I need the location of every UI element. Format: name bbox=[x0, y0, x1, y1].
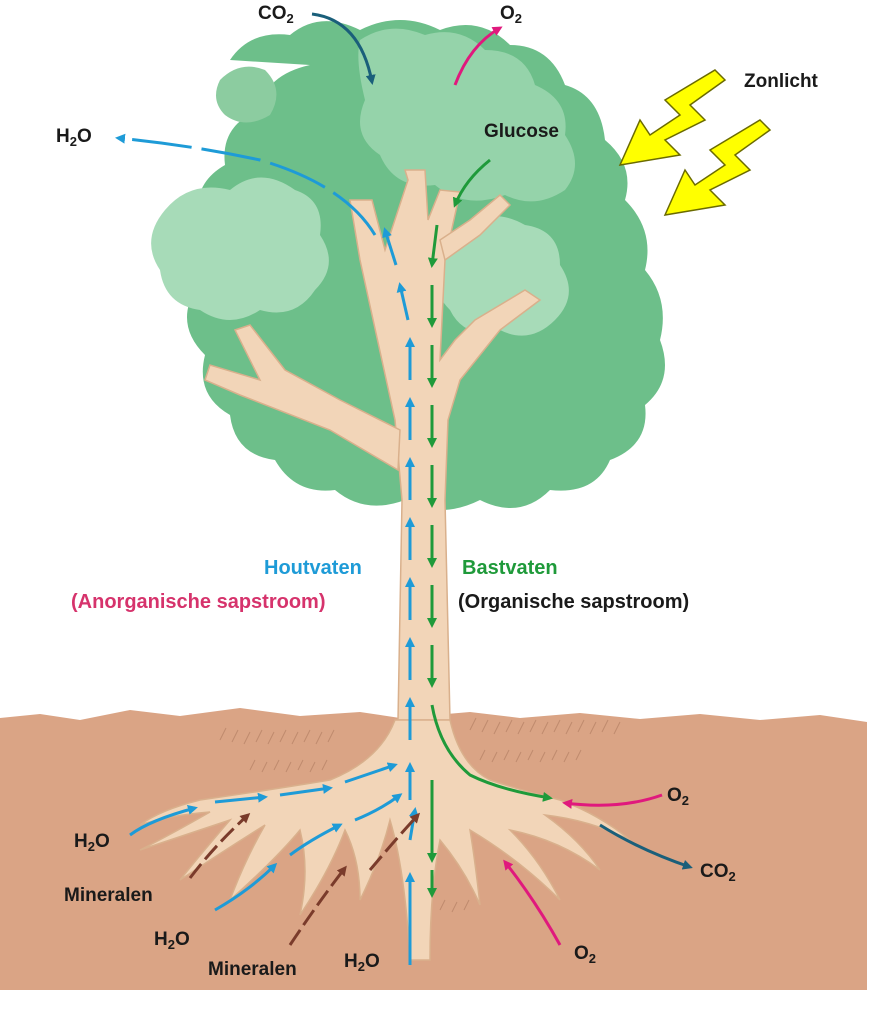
o2-root-in-arrow bbox=[562, 793, 663, 809]
xylem-flow-label: (Anorganische sapstroom) bbox=[71, 591, 326, 613]
glucose-arrow bbox=[452, 158, 491, 208]
o2-bottom-in-arrow bbox=[503, 859, 562, 946]
h2o-bottom-label: H2O bbox=[344, 951, 380, 974]
sunlight-label: Zonlicht bbox=[744, 71, 818, 92]
co2-in-arrow bbox=[311, 12, 376, 85]
co2-root-label: CO2 bbox=[700, 861, 736, 884]
o2-out-arrow bbox=[453, 26, 503, 86]
minerals-mid-label: Mineralen bbox=[208, 959, 297, 980]
mineral-flow-arrows bbox=[188, 812, 421, 946]
o2-top-label: O2 bbox=[500, 3, 523, 26]
sunlight-bolt-icon bbox=[618, 69, 772, 216]
xylem-label: Houtvaten bbox=[264, 557, 362, 579]
co2-top-label: CO2 bbox=[258, 3, 294, 26]
o2-bottom-label: O2 bbox=[574, 943, 597, 966]
glucose-label: Glucose bbox=[484, 121, 559, 142]
phloem-label: Bastvaten bbox=[462, 557, 558, 579]
o2-root-label: O2 bbox=[667, 785, 690, 808]
minerals-left-label: Mineralen bbox=[64, 885, 153, 906]
h2o-left-label: H2O bbox=[74, 831, 110, 854]
xylem-flow-arrows bbox=[129, 227, 419, 965]
co2-root-out-arrow bbox=[599, 823, 693, 870]
h2o-mid-label: H2O bbox=[154, 929, 190, 952]
h2o-leaf-arrow bbox=[115, 133, 377, 236]
phloem-flow-arrows bbox=[427, 224, 553, 898]
phloem-flow-label: (Organische sapstroom) bbox=[458, 591, 690, 613]
h2o-leaf-label: H2O bbox=[56, 126, 92, 149]
